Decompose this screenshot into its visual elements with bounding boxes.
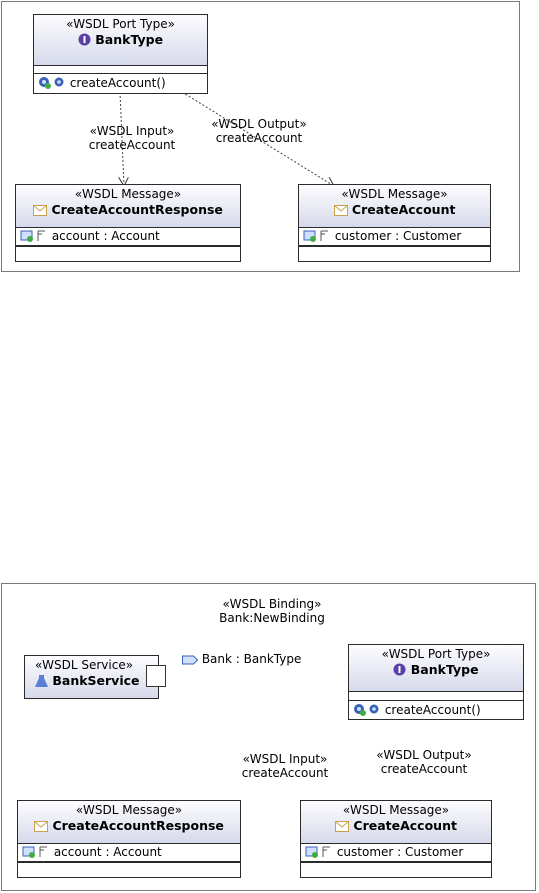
operation-name: createAccount() bbox=[69, 76, 166, 90]
message-part-row[interactable]: account : Account bbox=[16, 228, 240, 246]
port-label-text: Bank : BankType bbox=[201, 652, 302, 666]
message-part-row[interactable]: customer : Customer bbox=[299, 228, 490, 246]
port-type-stereotype: «WSDL Port Type» bbox=[66, 17, 175, 31]
message-stereotype: «WSDL Message» bbox=[75, 803, 183, 817]
message-name: CreateAccountResponse bbox=[52, 818, 224, 833]
part-name: customer : Customer bbox=[336, 845, 464, 859]
part-icon bbox=[20, 229, 48, 247]
bottom-message-right-box[interactable]: «WSDL Message» CreateAccount customer : … bbox=[300, 800, 492, 878]
binding-name: Bank:NewBinding bbox=[219, 611, 325, 625]
message-stereotype: «WSDL Message» bbox=[74, 187, 182, 201]
bottom-message-left-box[interactable]: «WSDL Message» CreateAccountResponse acc… bbox=[17, 800, 241, 878]
envelope-icon bbox=[335, 820, 350, 836]
port-type-name: BankType bbox=[95, 32, 164, 47]
bottom-service-box[interactable]: «WSDL Service» BankService bbox=[24, 655, 159, 699]
bottom-input-label: «WSDL Input» createAccount bbox=[232, 752, 338, 780]
part-icon bbox=[305, 845, 333, 863]
part-name: account : Account bbox=[53, 845, 162, 859]
envelope-icon bbox=[333, 204, 348, 220]
top-message-right-box[interactable]: «WSDL Message» CreateAccount customer : … bbox=[298, 184, 491, 262]
output-name: createAccount bbox=[215, 131, 303, 145]
part-icon bbox=[303, 229, 331, 247]
part-name: account : Account bbox=[51, 229, 160, 243]
binding-stereotype: «WSDL Binding» bbox=[222, 597, 322, 611]
service-flask-icon bbox=[35, 675, 48, 691]
output-name: createAccount bbox=[380, 762, 468, 776]
top-message-left-box[interactable]: «WSDL Message» CreateAccountResponse acc… bbox=[15, 184, 241, 262]
port-tag-icon bbox=[182, 654, 199, 668]
service-port-square[interactable] bbox=[146, 665, 166, 687]
operation-gear-icon bbox=[38, 76, 66, 94]
bottom-output-label: «WSDL Output» createAccount bbox=[366, 748, 482, 776]
part-name: customer : Customer bbox=[334, 229, 462, 243]
top-port-type-box[interactable]: «WSDL Port Type» BankType createAccount(… bbox=[33, 14, 208, 94]
input-name: createAccount bbox=[241, 766, 329, 780]
service-name: BankService bbox=[52, 673, 140, 688]
output-stereotype: «WSDL Output» bbox=[211, 117, 307, 131]
port-type-stereotype: «WSDL Port Type» bbox=[381, 647, 491, 661]
interface-icon bbox=[78, 33, 91, 50]
input-stereotype: «WSDL Input» bbox=[242, 752, 328, 766]
message-name: CreateAccount bbox=[353, 818, 457, 833]
top-input-label: «WSDL Input» createAccount bbox=[80, 124, 184, 152]
envelope-icon bbox=[34, 820, 49, 836]
top-output-label: «WSDL Output» createAccount bbox=[202, 117, 316, 145]
top-output-connector[interactable] bbox=[181, 91, 334, 186]
operation-row[interactable]: createAccount() bbox=[349, 701, 523, 719]
bottom-port-type-box[interactable]: «WSDL Port Type» BankType createAccount(… bbox=[348, 644, 524, 720]
operation-row[interactable]: createAccount() bbox=[34, 74, 207, 92]
operation-name: createAccount() bbox=[384, 703, 481, 717]
interface-icon bbox=[393, 663, 406, 680]
service-stereotype: «WSDL Service» bbox=[35, 658, 134, 672]
input-stereotype: «WSDL Input» bbox=[89, 124, 175, 138]
port-label: Bank : BankType bbox=[182, 652, 301, 668]
input-name: createAccount bbox=[88, 138, 176, 152]
message-stereotype: «WSDL Message» bbox=[342, 803, 450, 817]
operation-gear-icon bbox=[353, 703, 381, 721]
message-part-row[interactable]: customer : Customer bbox=[301, 844, 491, 862]
binding-label: «WSDL Binding» Bank:NewBinding bbox=[212, 597, 332, 625]
port-type-name: BankType bbox=[410, 662, 479, 677]
message-part-row[interactable]: account : Account bbox=[18, 844, 240, 862]
part-icon bbox=[22, 845, 50, 863]
envelope-icon bbox=[33, 204, 48, 220]
output-stereotype: «WSDL Output» bbox=[376, 748, 472, 762]
message-name: CreateAccountResponse bbox=[51, 202, 223, 217]
message-stereotype: «WSDL Message» bbox=[341, 187, 448, 201]
message-name: CreateAccount bbox=[351, 202, 456, 217]
